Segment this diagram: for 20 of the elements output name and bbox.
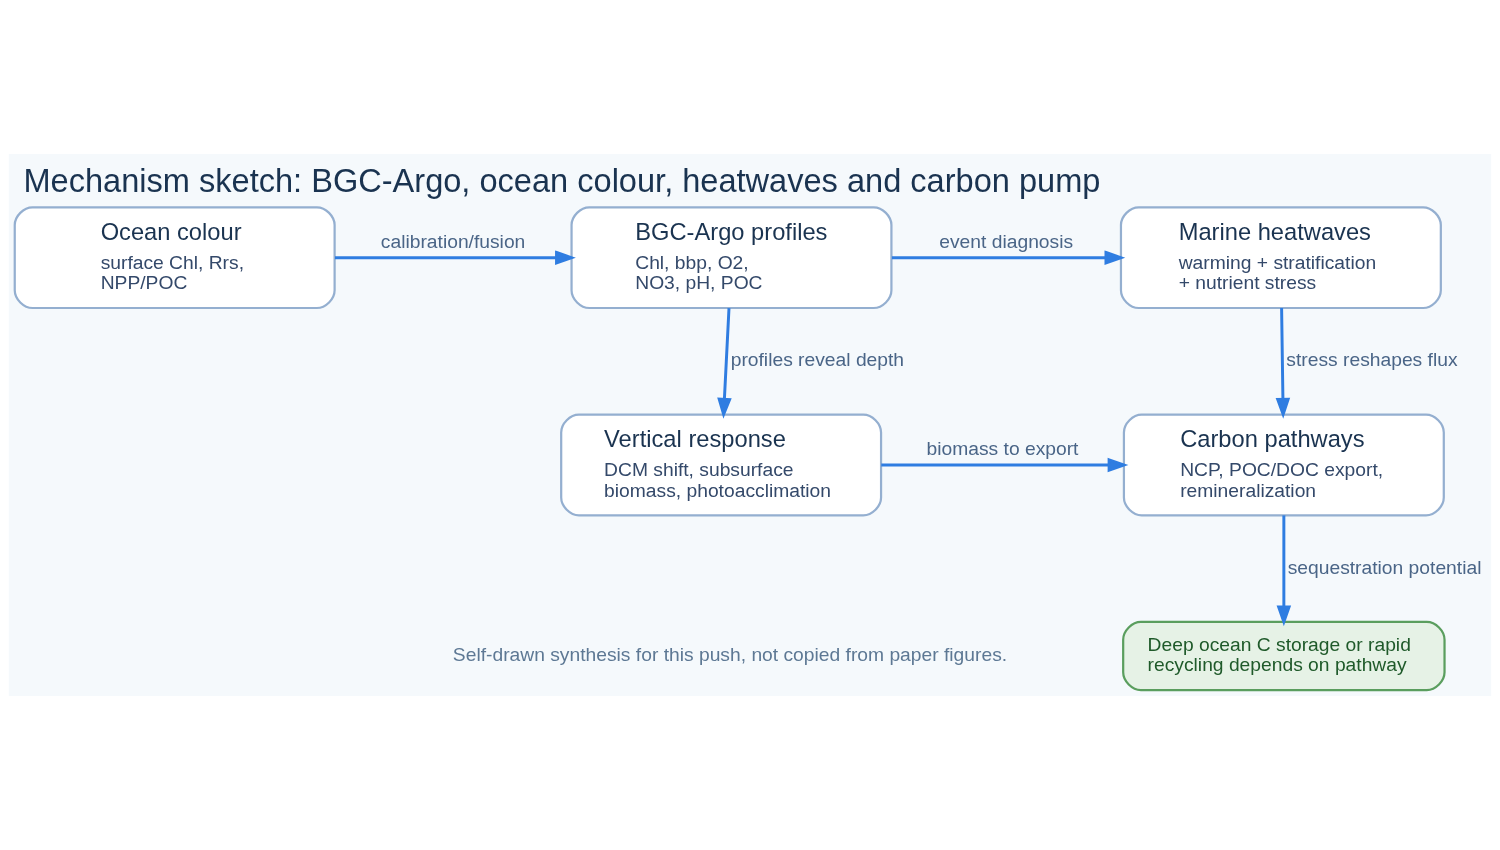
edge-label: stress reshapes flux [1286,349,1458,371]
arrow [891,250,1126,265]
node-box: Ocean colour surface Chl, Rrs, NPP/POC [13,206,336,310]
diagram-title: Mechanism sketch: BGC-Argo, ocean colour, heatwaves and carbon pump [23,162,1101,199]
edge-label: sequestration potential [1287,556,1482,578]
node-box: Deep ocean C storage or rapid recycling depends on pathway [1122,620,1446,692]
edge-label: biomass to export [926,438,1079,460]
node-box: Carbon pathways NCP, POC/DOC export, remineralization [1122,413,1445,517]
arrow [1275,308,1291,419]
node-box: Marine heatwaves warming + stratification + nutrient stress [1119,206,1442,310]
arrow [881,457,1129,473]
arrow [717,308,732,419]
arrow [1276,515,1292,627]
node-box: Vertical response DCM shift, subsurface biomass, photoacclimation [560,413,883,517]
caption: Self-drawn synthesis for this push, not copied from paper figures. [452,644,1008,666]
edge-label: calibration/fusion [380,230,526,252]
node-box: BGC-Argo profiles Chl, bbp, O2, NO3, pH, POC [570,206,893,310]
arrow [335,250,576,265]
edge-label: event diagnosis [939,230,1074,252]
edge-label: profiles reveal depth [730,349,905,371]
